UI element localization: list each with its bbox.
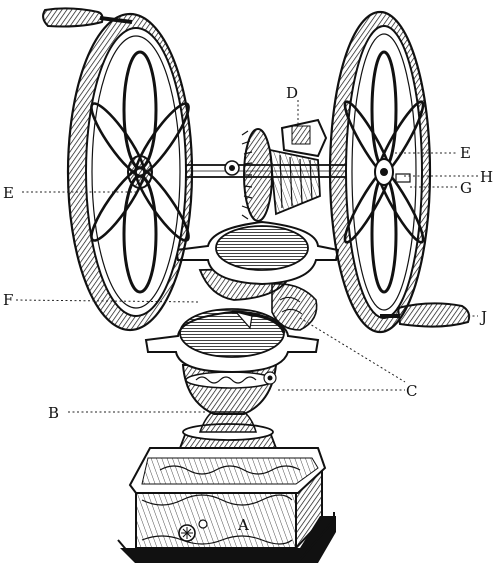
label-e-right: E	[460, 144, 471, 162]
pedestal	[178, 411, 278, 449]
left-handle	[42, 7, 133, 28]
label-f: F	[3, 291, 13, 309]
drawer-knob-icon	[178, 519, 208, 542]
leader-lines	[15, 100, 478, 413]
base-box: A	[117, 447, 336, 563]
left-flywheel	[66, 12, 194, 332]
part-labels: E F B C D E H G J	[3, 84, 493, 422]
upper-hopper	[174, 220, 340, 331]
label-j: J	[479, 308, 487, 326]
label-a: A	[237, 516, 249, 534]
bevel-gear-assembly	[224, 118, 328, 222]
label-d: D	[286, 84, 298, 102]
lower-hopper	[144, 308, 320, 415]
label-c: C	[406, 382, 417, 400]
label-g: G	[460, 179, 472, 197]
right-flywheel	[328, 10, 432, 334]
right-handle	[380, 302, 471, 328]
label-h: H	[480, 168, 493, 186]
label-e-left: E	[3, 184, 14, 202]
label-b: B	[48, 404, 59, 422]
